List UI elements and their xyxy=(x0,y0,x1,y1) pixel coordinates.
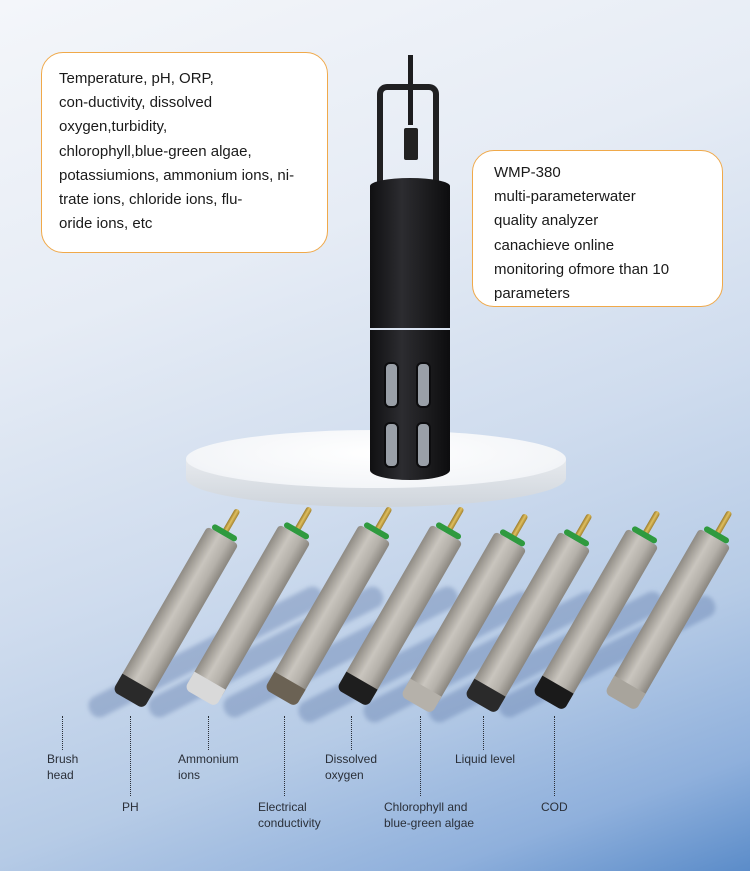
cable xyxy=(408,55,413,125)
callout-line: multi-parameterwater xyxy=(494,188,636,206)
label-line: conductivity xyxy=(258,816,321,830)
leader-line xyxy=(284,716,285,796)
guard-slot xyxy=(416,422,431,468)
cable-connector xyxy=(404,128,418,160)
analyzer-device-image xyxy=(370,40,450,480)
label-line: Dissolved xyxy=(325,752,378,766)
leader-line xyxy=(208,716,209,750)
callout-line: oride ions, etc xyxy=(59,215,153,233)
label-liquid-level: Liquid level xyxy=(455,751,515,767)
callout-line: quality analyzer xyxy=(494,212,599,230)
callout-line: chlorophyll,blue-green algae, xyxy=(59,142,252,160)
leader-line xyxy=(351,716,352,750)
guard-slot xyxy=(384,362,399,408)
callout-line: con-ductivity, dissolved xyxy=(59,94,213,112)
label-ph: PH xyxy=(122,799,139,815)
label-line: head xyxy=(47,768,74,782)
label-ammonium-ions: Ammonium ions xyxy=(178,751,239,783)
leader-line xyxy=(554,716,555,796)
label-line: Electrical xyxy=(258,800,307,814)
callout-line: parameters xyxy=(494,285,570,303)
product-callout: WMP-380 multi-parameterwater quality ana… xyxy=(472,150,723,307)
label-cod: COD xyxy=(541,799,568,815)
label-line: oxygen xyxy=(325,768,364,782)
guard-slot xyxy=(384,422,399,468)
callout-line: oxygen,turbidity, xyxy=(59,118,168,136)
product-model: WMP-380 xyxy=(494,164,561,181)
label-chlorophyll: Chlorophyll and blue-green algae xyxy=(384,799,474,831)
leader-line xyxy=(130,716,131,796)
callout-line: monitoring ofmore than 10 xyxy=(494,260,670,278)
device-sensor-guard xyxy=(370,330,450,480)
guard-slot xyxy=(416,362,431,408)
leader-line xyxy=(483,716,484,750)
device-handle xyxy=(377,84,439,189)
label-line: PH xyxy=(122,800,139,814)
leader-line xyxy=(62,716,63,750)
device-upper-body xyxy=(370,178,450,328)
label-line: COD xyxy=(541,800,568,814)
label-line: Brush xyxy=(47,752,79,766)
label-line: Chlorophyll and xyxy=(384,800,468,814)
label-line: blue-green algae xyxy=(384,816,475,830)
callout-line: canachieve online xyxy=(494,236,615,254)
leader-line xyxy=(420,716,421,796)
parameters-callout: Temperature, pH, ORP, con-ductivity, dis… xyxy=(41,52,328,253)
label-line: Liquid level xyxy=(455,752,516,766)
label-electrical-conductivity: Electrical conductivity xyxy=(258,799,321,831)
label-dissolved-oxygen: Dissolved oxygen xyxy=(325,751,377,783)
callout-line: Temperature, pH, ORP, xyxy=(59,70,214,87)
label-brush-head: Brush head xyxy=(47,751,78,783)
callout-line: potassiumions, ammonium ions, ni- xyxy=(59,166,295,184)
callout-line: trate ions, chloride ions, flu- xyxy=(59,191,243,209)
label-line: ions xyxy=(178,768,201,782)
label-line: Ammonium xyxy=(178,752,239,766)
